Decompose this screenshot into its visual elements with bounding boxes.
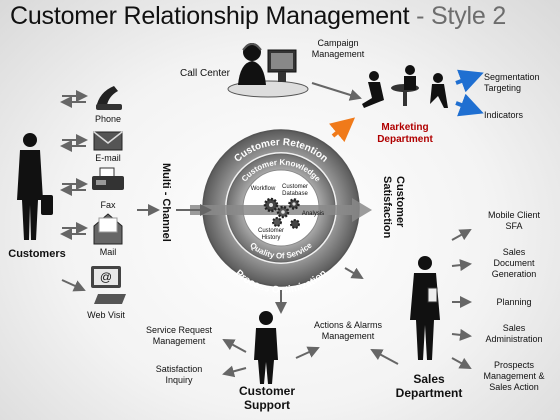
customer-support-label: Customer Support [238,384,295,412]
mail-icon [93,213,123,245]
fax-icon [92,167,124,190]
to-service-request-arrow [222,339,247,353]
marketing-meeting-icon [362,65,448,108]
marketing-department-label: Marketing Department [377,122,433,145]
web-visit-icon: @ [91,266,126,304]
customers-label: Customers [8,248,66,260]
sales-to-actions-arrow [370,349,399,365]
cycle-diagram: Customer Retention Customer Knowledge Qu… [190,129,372,296]
sales-item-planning: Planning [496,297,532,307]
support-person-icon [254,311,278,384]
center-customer-database: Customer Database [281,184,308,197]
email-label: E-mail [95,153,121,163]
center-analysis: Analysis [301,211,325,217]
sales-item-mobile-client: Mobile Client SFA [487,210,541,231]
sales-item-administration: Sales Administration [485,323,543,344]
sales-person-icon [410,256,440,360]
indicators-label: Indicators [484,110,524,120]
call-center-label: Call Center [179,68,231,79]
slide-title: Customer Relationship Management - Style… [10,2,506,31]
title-main: Customer Relationship Management [10,2,410,30]
segmentation-label: Segmentation Targeting [484,72,540,93]
phone-icon [96,86,122,110]
fax-label: Fax [100,200,116,210]
actions-alarms-label: Actions & Alarms Management [313,320,383,341]
call-center-icon [227,43,309,98]
customer-satisfaction-label: Customer Satisfaction [381,176,406,239]
mail-label: Mail [99,247,117,257]
callcenter-to-marketing-arrow [311,82,362,101]
service-request-label: Service Request Management [145,325,213,346]
cycle-to-marketing-arrow [328,117,356,143]
phone-label: Phone [94,114,122,124]
satisfaction-inquiry-label: Satisfaction Inquiry [155,364,203,385]
center-workflow: Workflow [250,186,276,192]
support-to-actions-arrow [295,346,320,359]
segmentation-arrow [455,69,484,93]
web-visit-label: Web Visit [87,310,125,320]
cycle-to-sales-arrow [344,267,364,280]
gears-icon [263,197,300,229]
channel-arrows [60,90,88,292]
customer-person-icon [17,133,53,240]
sales-arrows [451,229,472,369]
to-satisfaction-inquiry-arrow [222,365,247,378]
svg-text:@: @ [100,270,112,284]
multichannel-label: Multi - Channel [160,163,172,242]
email-icon [93,131,123,151]
title-sub: - Style 2 [409,2,507,30]
sales-item-prospects: Prospects Management & Sales Action [483,360,545,392]
campaign-label: Campaign Management [311,38,365,59]
sales-department-label: Sales Department [395,372,463,400]
sales-item-document-generation: Sales Document Generation [491,247,537,279]
indicators-arrow [455,93,484,117]
center-customer-history: Customer History [257,228,284,241]
